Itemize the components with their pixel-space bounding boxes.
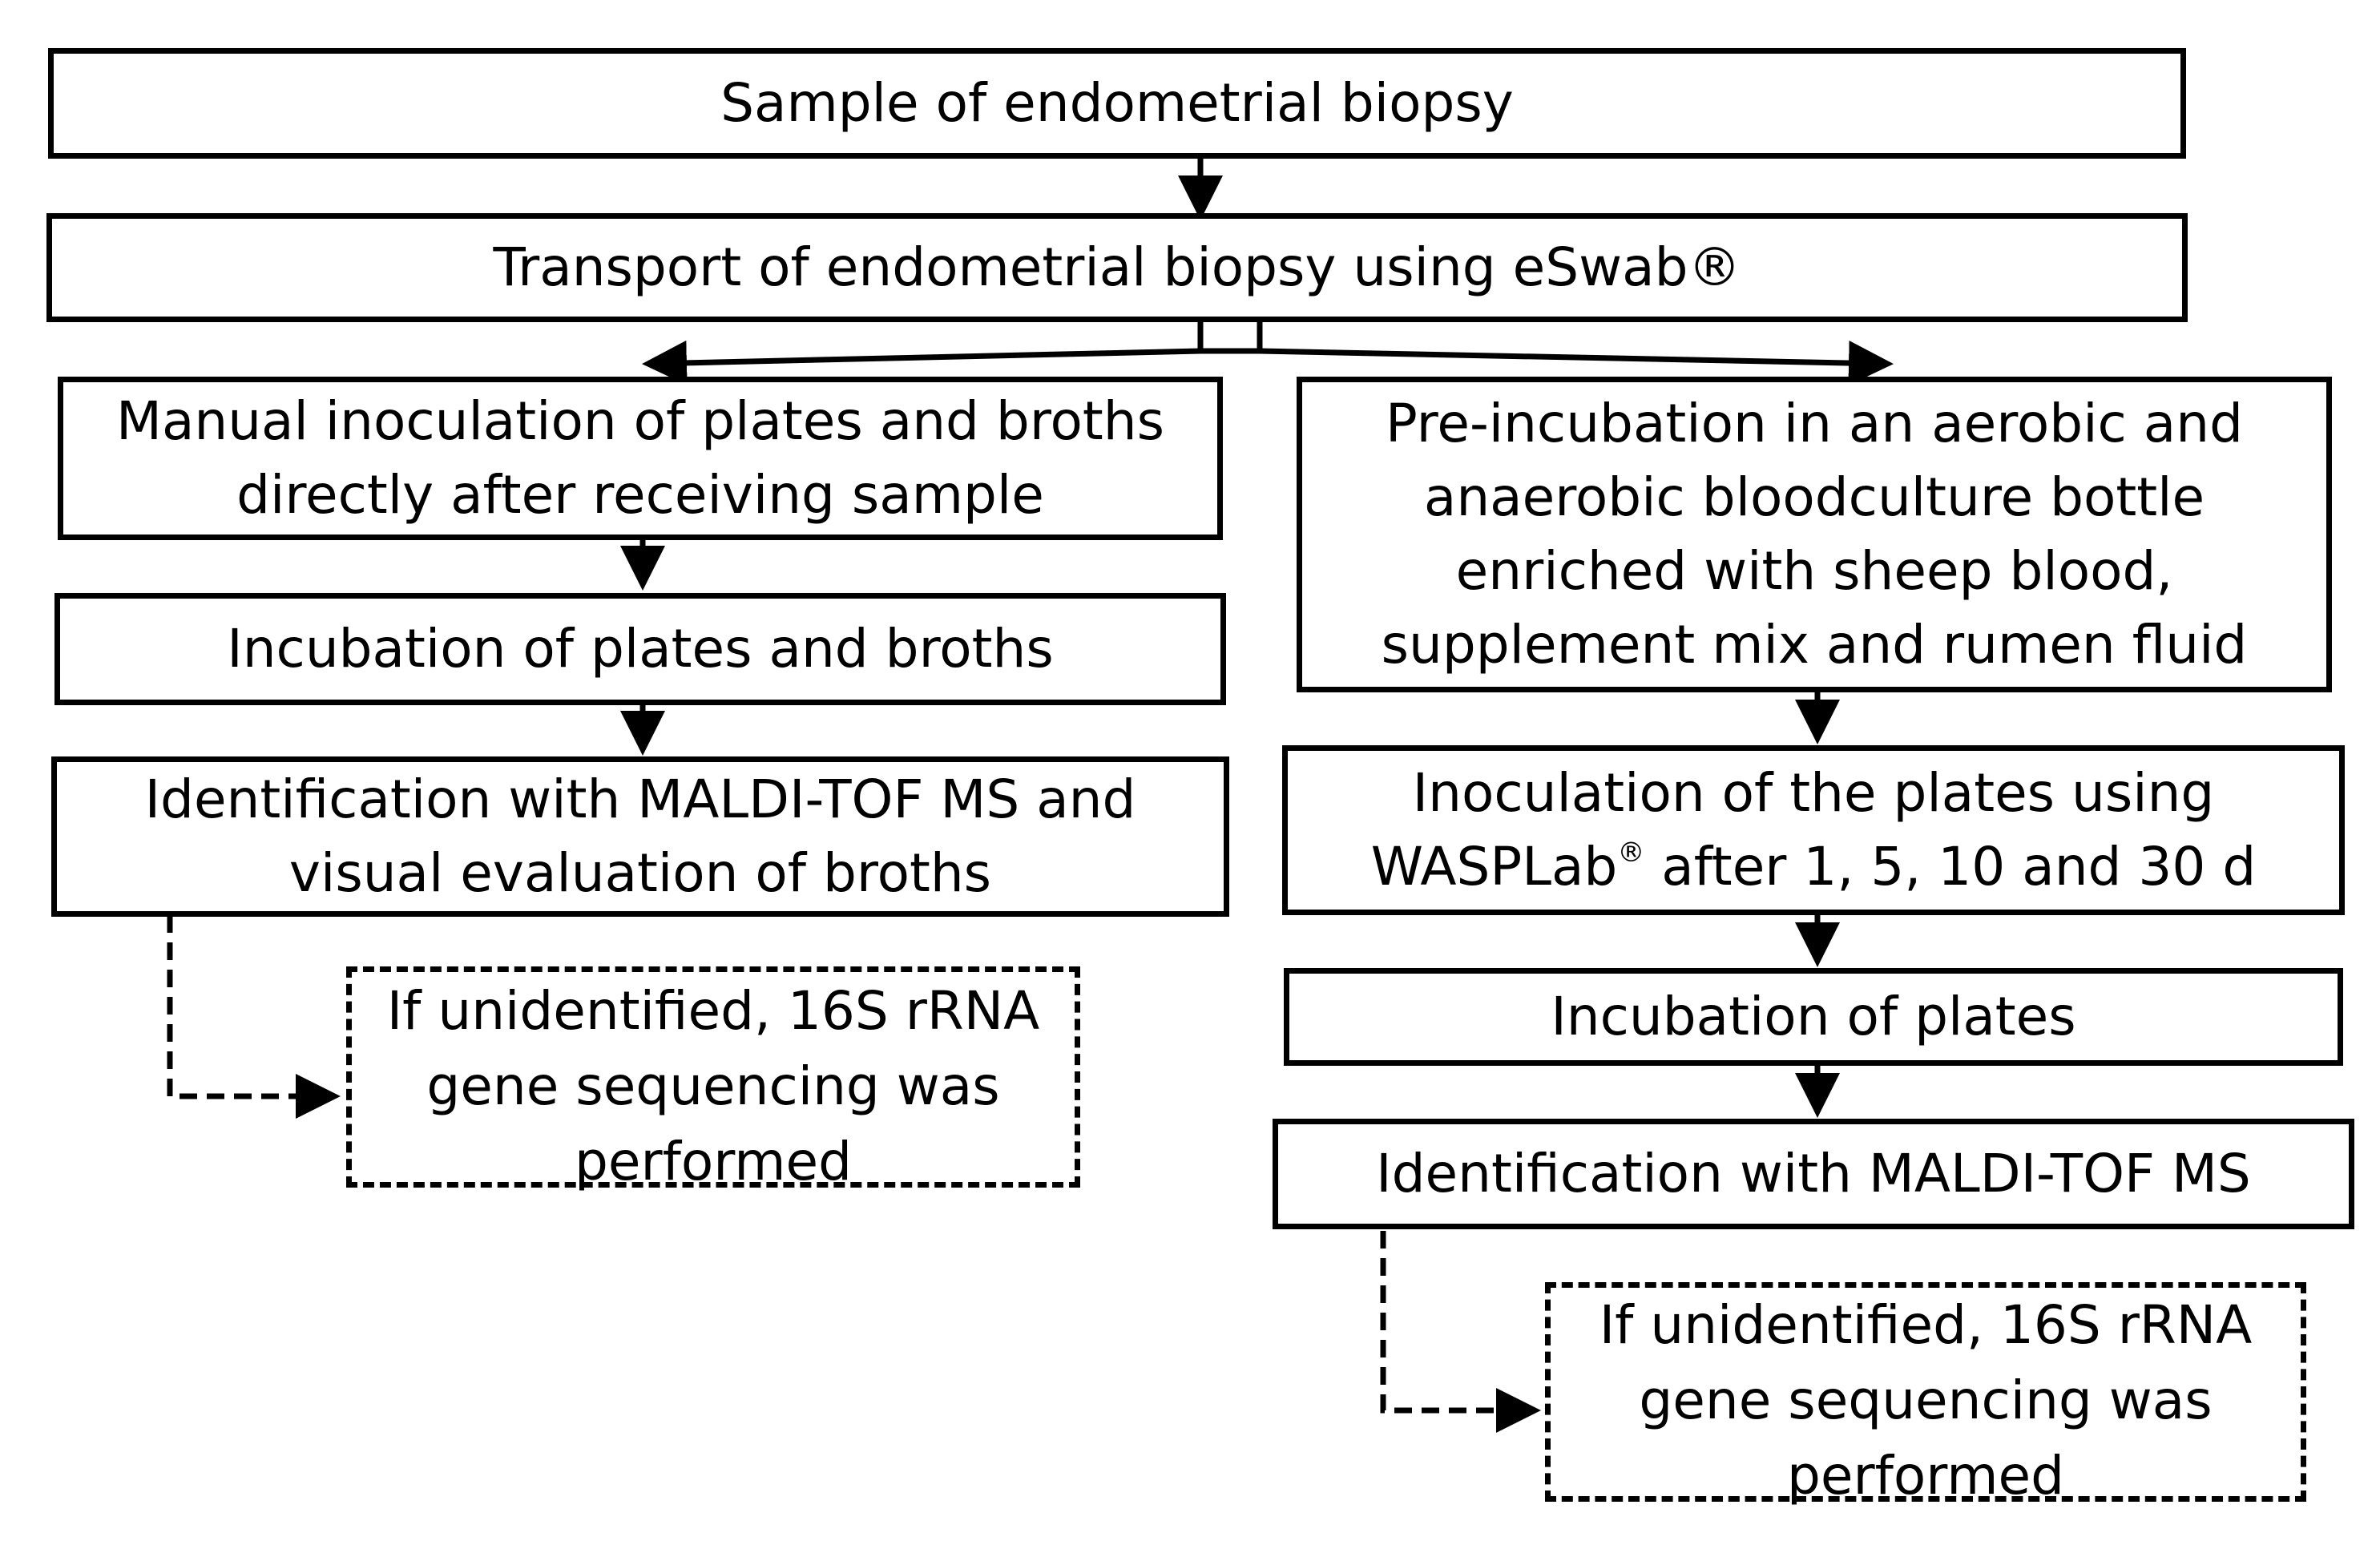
box-inoculation-wasplab-text: Inoculation of the plates using WASPLab®…: [1371, 756, 2257, 904]
box-incubation-plates-broths-text: Incubation of plates and broths: [227, 618, 1054, 680]
box-preincubation-text: Pre-incubation in an aerobic and anaerob…: [1381, 393, 2248, 676]
box-manual-inoculation-text: Manual inoculation of plates and broths …: [116, 390, 1164, 526]
box-incubation-plates: Incubation of plates: [1284, 968, 2343, 1066]
box-inoculation-wasplab: Inoculation of the plates using WASPLab®…: [1282, 745, 2345, 915]
box-preincubation: Pre-incubation in an aerobic and anaerob…: [1297, 377, 2332, 692]
box-unidentified-left: If unidentified, 16S rRNA gene sequencin…: [346, 966, 1080, 1192]
inoculation-brand: WASPLab: [1370, 836, 1618, 898]
inoculation-line-two: WASPLab® after 1, 5, 10 and 30 d: [1371, 830, 2257, 904]
dashed-arrow-right-unidentified: [1380, 1231, 1541, 1433]
box-transport: Transport of endometrial biopsy using eS…: [46, 213, 2188, 322]
box-incubation-plates-text: Incubation of plates: [1551, 986, 2076, 1047]
arrow-split-right: [1259, 341, 1894, 385]
box-unidentified-left-text: If unidentified, 16S rRNA gene sequencin…: [386, 980, 1040, 1192]
arrow-split-left: [642, 340, 1201, 385]
box-identification-left-text: Identification with MALDI-TOF MS and vis…: [144, 768, 1136, 904]
box-unidentified-right: If unidentified, 16S rRNA gene sequencin…: [1545, 1282, 2306, 1507]
registered-mark: ®: [1617, 837, 1645, 869]
box-unidentified-right-text: If unidentified, 16S rRNA gene sequencin…: [1599, 1294, 2253, 1507]
box-manual-inoculation: Manual inoculation of plates and broths …: [58, 377, 1223, 540]
box-identification-right-text: Identification with MALDI-TOF MS: [1376, 1143, 2251, 1204]
box-incubation-plates-broths: Incubation of plates and broths: [54, 593, 1226, 705]
box-sample-text: Sample of endometrial biopsy: [720, 72, 1514, 134]
box-identification-right: Identification with MALDI-TOF MS: [1273, 1119, 2354, 1229]
box-identification-left: Identification with MALDI-TOF MS and vis…: [51, 756, 1229, 917]
box-sample: Sample of endometrial biopsy: [48, 48, 2186, 159]
box-transport-text: Transport of endometrial biopsy using eS…: [493, 236, 1741, 298]
inoculation-prefix: Inoculation of the plates using: [1412, 762, 2215, 824]
inoculation-suffix: after 1, 5, 10 and 30 d: [1644, 836, 2257, 898]
dashed-arrow-left-unidentified: [167, 915, 341, 1119]
